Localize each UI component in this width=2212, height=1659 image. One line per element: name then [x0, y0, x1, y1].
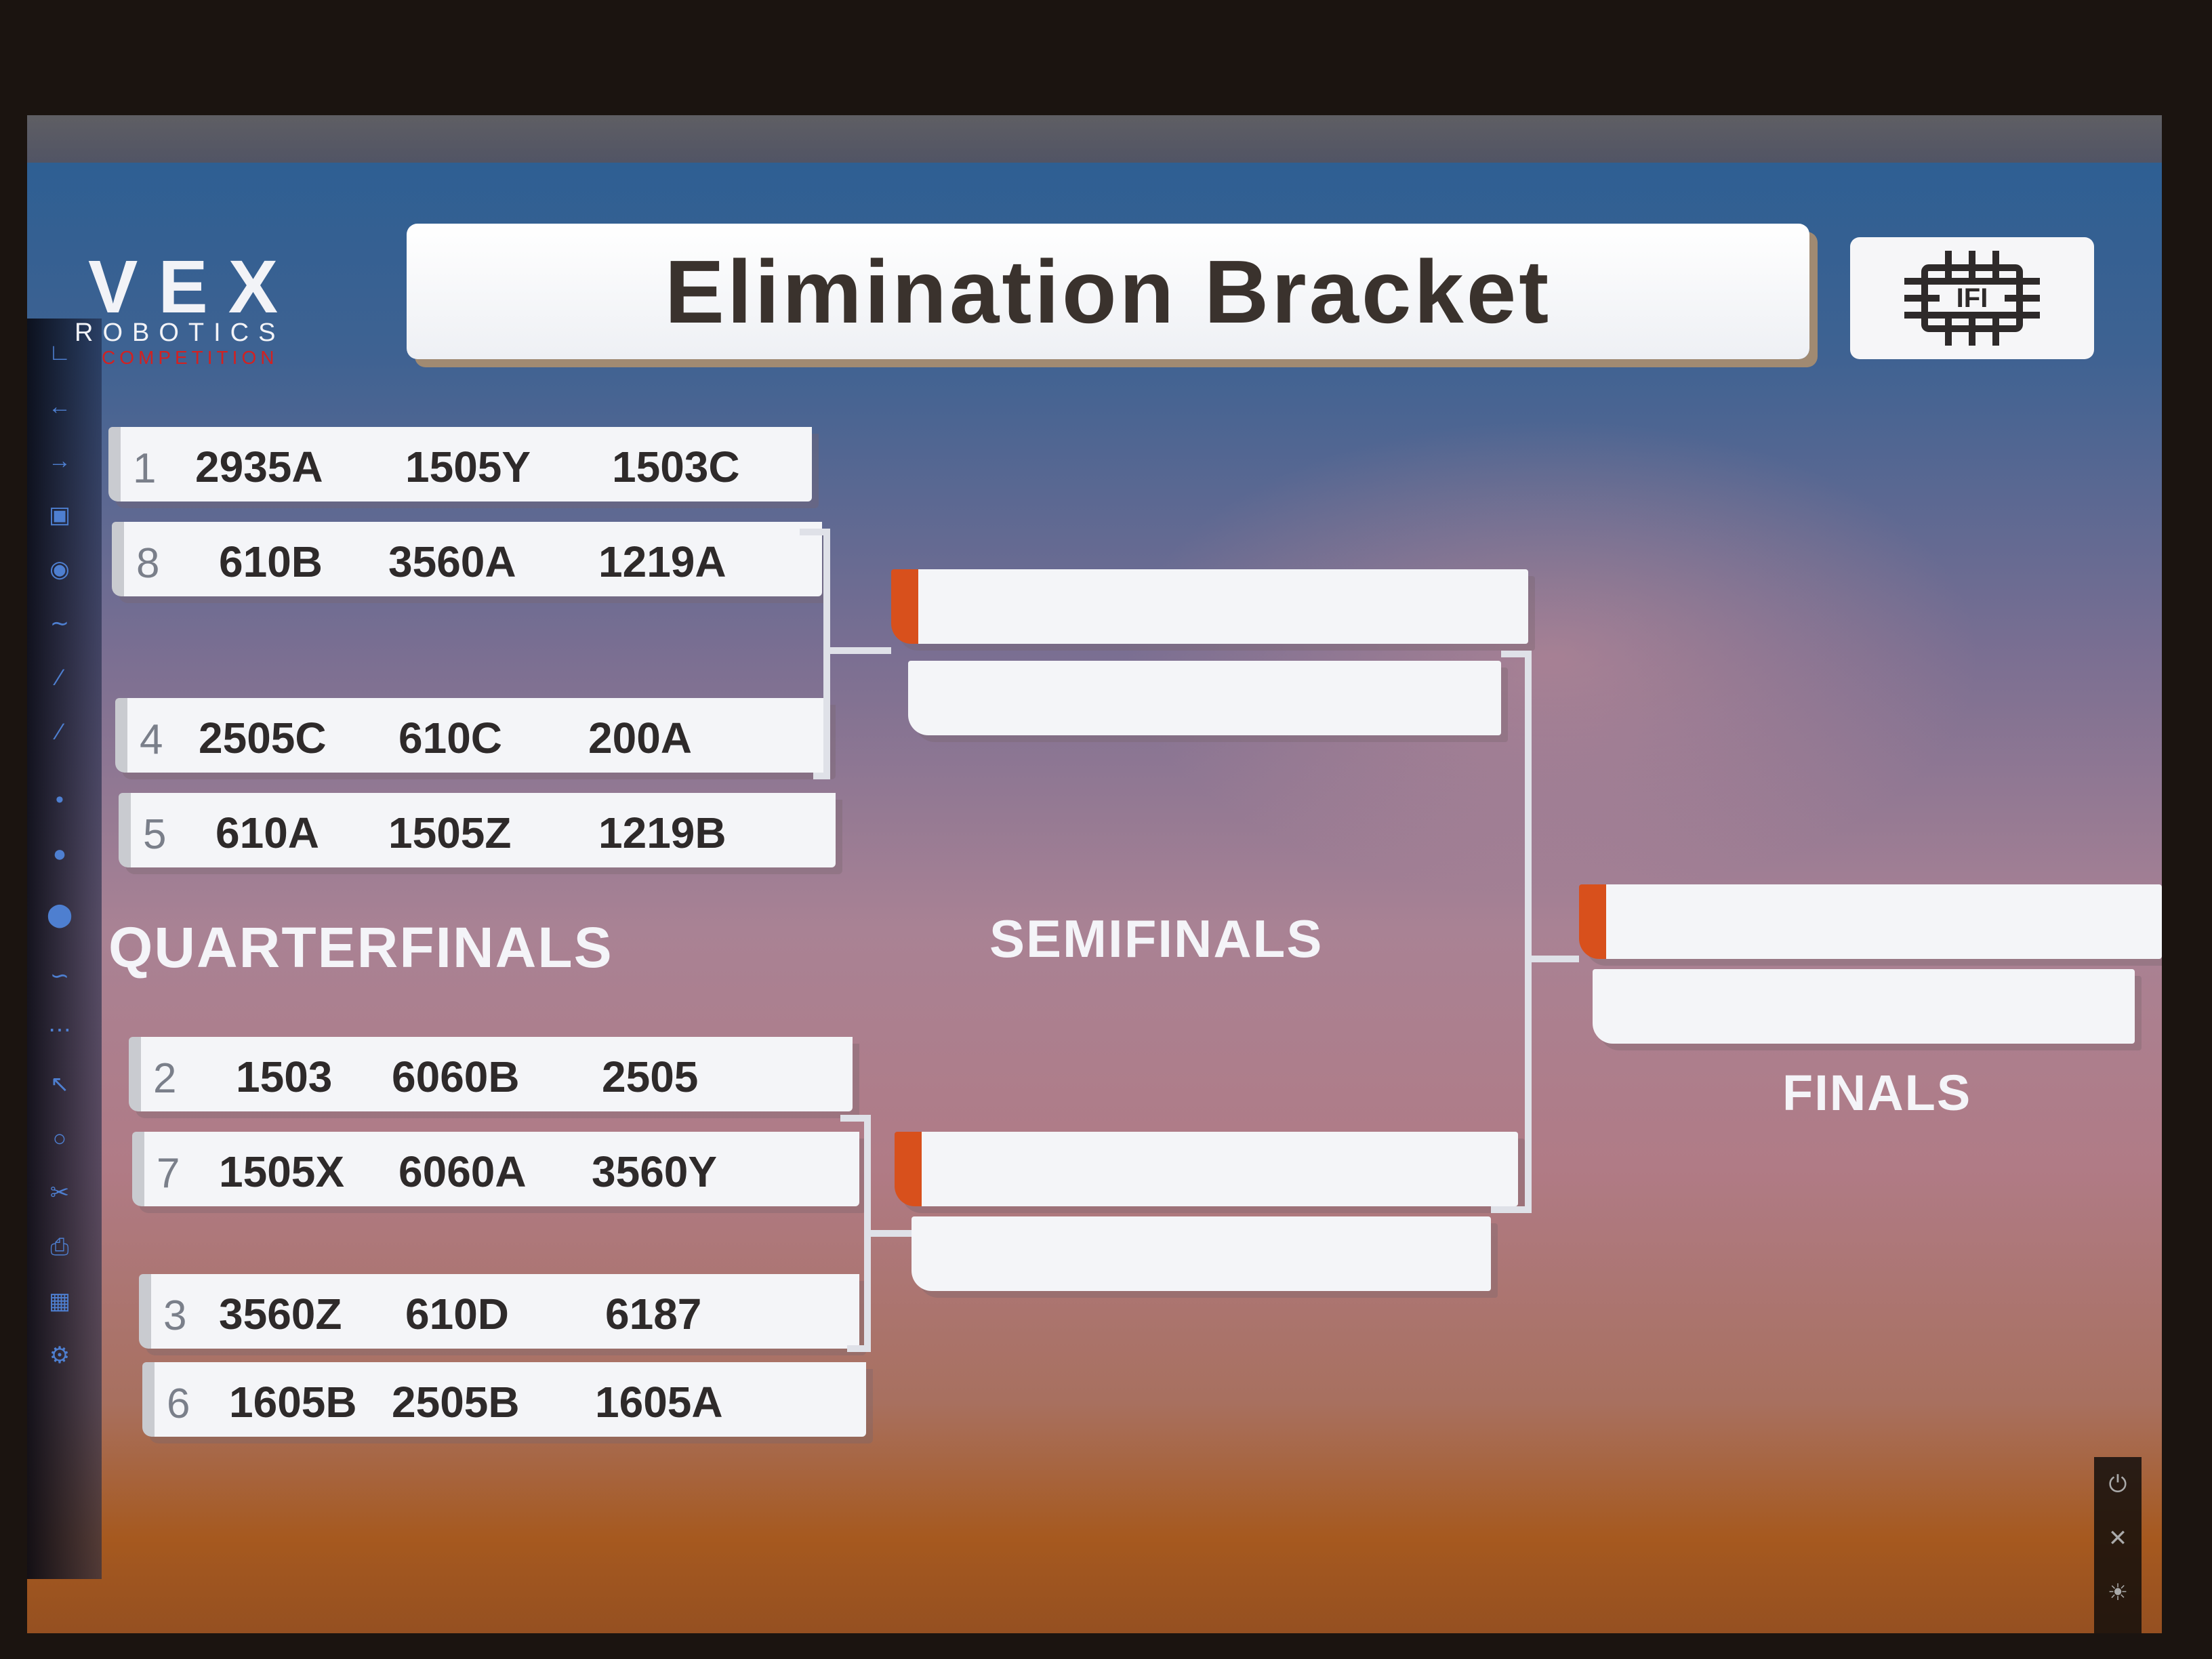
qf-match-box[interactable]: 6 1605B 2505B 1605A — [142, 1362, 866, 1437]
vex-logo: VEX ROBOTICS COMPETITION — [61, 244, 386, 368]
qf-match-box[interactable]: 5 610A 1505Z 1219B — [119, 793, 836, 867]
close-icon[interactable]: ✕ — [2108, 1525, 2128, 1551]
team-number: 1605B — [229, 1378, 357, 1427]
team-number: 610B — [219, 537, 323, 586]
vex-logo-sub2: COMPETITION — [102, 347, 279, 368]
forward-arrow-icon[interactable]: → — [48, 448, 71, 474]
brightness-icon[interactable]: ☀ — [2107, 1580, 2129, 1605]
bracket-connector — [1491, 1206, 1532, 1213]
team-number: 1505Y — [405, 443, 531, 491]
team-number: 1605A — [595, 1378, 723, 1427]
final-slot[interactable] — [1579, 884, 2162, 959]
team-number: 610A — [216, 808, 319, 857]
scissors-icon[interactable]: ✂ — [49, 1180, 70, 1206]
qf-match-box[interactable]: 8 610B 3560A 1219A — [112, 522, 822, 596]
dot-medium-icon[interactable]: ● — [52, 841, 67, 867]
left-toolbar: ∟ ← → ▣ ◉ ∼ ∕ ∕ • ● ⬤ ∽ ⋯ ↖ ○ ✂ ⎙ ▦ ⚙ — [27, 319, 102, 1579]
final-slot[interactable] — [1593, 969, 2135, 1044]
quarterfinals-label: QUARTERFINALS — [108, 916, 613, 979]
qf-match-box[interactable]: 4 2505C 610C 200A — [115, 698, 829, 773]
seed-number: 2 — [153, 1055, 177, 1102]
bracket-connector — [1525, 651, 1532, 1213]
curve-icon[interactable]: ∼ — [49, 611, 70, 636]
ifi-logo-icon — [1904, 251, 2040, 346]
back-arrow-icon[interactable]: ← — [48, 394, 71, 419]
semifinal-slot[interactable] — [891, 569, 1528, 644]
dot-large-icon[interactable]: ⬤ — [46, 902, 73, 928]
pen-tool-icon[interactable]: ∟ — [48, 340, 71, 365]
team-number: 3560A — [388, 537, 516, 586]
page-title: Elimination Bracket — [664, 241, 1552, 342]
team-number: 200A — [588, 714, 692, 762]
dot-small-icon[interactable]: • — [56, 787, 64, 813]
bracket-connector — [847, 1345, 871, 1352]
team-number: 1505Z — [388, 808, 512, 857]
freehand-icon[interactable]: ∽ — [49, 963, 70, 989]
vex-logo-sub: ROBOTICS — [75, 319, 285, 347]
team-number: 3560Y — [592, 1147, 718, 1196]
brush-icon[interactable]: ∕ — [58, 719, 62, 745]
bracket-connector — [800, 529, 830, 535]
settings-icon[interactable]: ⚙ — [49, 1343, 70, 1368]
team-number: 1503C — [612, 443, 740, 491]
palette-icon[interactable]: ◉ — [49, 556, 70, 582]
vex-logo-word: VEX — [88, 245, 299, 329]
ifi-logo: IFI — [1850, 237, 2094, 359]
finals-label: FINALS — [1782, 1065, 1972, 1121]
bracket-connector — [823, 647, 891, 654]
bracket-connector — [1501, 651, 1532, 657]
semifinal-slot[interactable] — [895, 1132, 1518, 1206]
seed-number: 6 — [167, 1380, 190, 1427]
seed-number: 4 — [140, 716, 163, 763]
line-icon[interactable]: ∕ — [58, 665, 62, 691]
team-number: 2935A — [195, 443, 323, 491]
semifinal-slot[interactable] — [908, 661, 1501, 735]
bracket-connector — [840, 1115, 871, 1122]
title-banner: Elimination Bracket — [407, 224, 1809, 359]
bracket-connector — [823, 529, 830, 779]
team-number: 1219A — [598, 537, 726, 586]
page-icon[interactable]: ▣ — [48, 502, 71, 528]
team-number: 610D — [405, 1290, 509, 1338]
right-toolbar: ⏻ ✕ ☀ — [2094, 1457, 2142, 1633]
seed-number: 7 — [157, 1150, 180, 1197]
team-number: 6187 — [605, 1290, 702, 1338]
grid-icon[interactable]: ▦ — [48, 1288, 71, 1314]
semifinals-label: SEMIFINALS — [989, 909, 1324, 968]
semifinal-slot[interactable] — [912, 1216, 1491, 1291]
team-number: 6060B — [392, 1052, 520, 1101]
bracket-connector — [864, 1230, 918, 1237]
seed-number: 5 — [143, 811, 167, 858]
bracket-connector — [813, 773, 830, 779]
team-number: 6060A — [398, 1147, 527, 1196]
circle-icon[interactable]: ○ — [52, 1126, 67, 1151]
team-number: 2505C — [199, 714, 327, 762]
team-number: 2505B — [392, 1378, 520, 1427]
qf-match-box[interactable]: 2 1503 6060B 2505 — [129, 1037, 853, 1111]
seed-number: 3 — [163, 1292, 187, 1339]
pointer-icon[interactable]: ↖ — [49, 1071, 70, 1097]
dotted-line-icon[interactable]: ⋯ — [48, 1017, 71, 1043]
team-number: 3560Z — [219, 1290, 342, 1338]
team-number: 1503 — [236, 1052, 333, 1101]
team-number: 1505X — [219, 1147, 345, 1196]
bracket-connector — [1525, 956, 1579, 962]
qf-match-box[interactable]: 1 2935A 1505Y 1503C — [108, 427, 812, 501]
seed-number: 1 — [133, 445, 157, 492]
team-number: 610C — [398, 714, 502, 762]
display-screen: ∟ ← → ▣ ◉ ∼ ∕ ∕ • ● ⬤ ∽ ⋯ ↖ ○ ✂ ⎙ ▦ ⚙ ⏻ … — [27, 115, 2162, 1633]
qf-match-box[interactable]: 7 1505X 6060A 3560Y — [132, 1132, 859, 1206]
ifi-logo-text: IFI — [1956, 283, 1988, 313]
seed-number: 8 — [136, 540, 160, 587]
power-icon[interactable]: ⏻ — [2108, 1471, 2127, 1497]
printer-icon[interactable]: ⎙ — [50, 1234, 69, 1260]
team-number: 1219B — [598, 808, 726, 857]
qf-match-box[interactable]: 3 3560Z 610D 6187 — [139, 1274, 859, 1349]
team-number: 2505 — [602, 1052, 699, 1101]
